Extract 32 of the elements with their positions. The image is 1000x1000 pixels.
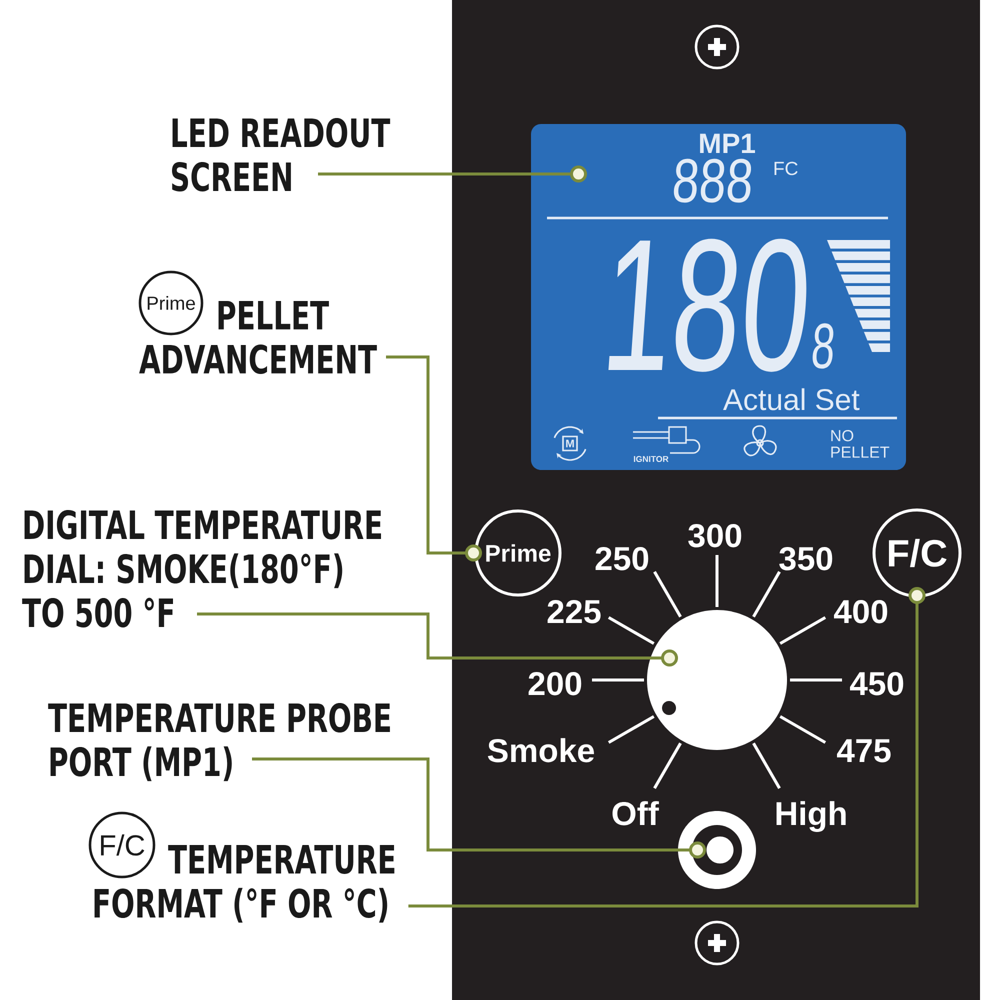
scale-label: 250 [596,546,648,570]
scale-label: 225 [548,600,601,624]
round-button: F/C [872,508,962,598]
scale-label: 350 [779,546,832,570]
scale-label: 300 [688,524,742,548]
leader-line [318,166,587,182]
display-digits: 888 [674,158,752,203]
unit-label: FC [774,162,798,176]
scale-label: Smoke [488,738,594,762]
callout-label: F/C TEMPERATURE FORMAT (°F OR °C) [88,812,394,923]
probe-port [678,811,756,889]
display-digits: 180 [608,238,806,372]
leader-line [252,758,706,858]
callout-label: Prime PELLET ADVANCEMENT [138,270,377,374]
leader-line [197,612,678,666]
scale-label: 200 [528,672,582,696]
scale-label: High [776,801,846,832]
display-label: MP1 [700,134,756,153]
display-label: Actual Set [723,388,860,410]
callout-label: DIGITAL TEMPERATURE DIAL: SMOKE(180°F) TO 500 °F [22,510,381,628]
scale-label: 475 [836,739,891,762]
leader-line [386,356,482,562]
scale-label: 400 [834,600,888,624]
round-button: Prime [474,510,562,596]
display-digits: 8 [812,323,834,369]
leader-line [408,587,926,908]
scale-label: 450 [850,672,904,696]
icon-caption: IGNITOR [634,456,668,462]
status-label: NO PELLET [831,430,890,458]
callout-label: LED READOUT SCREEN [172,118,390,192]
callout-label: TEMPERATURE PROBE PORT (MP1) [48,703,390,782]
scale-label: Off [612,801,659,826]
